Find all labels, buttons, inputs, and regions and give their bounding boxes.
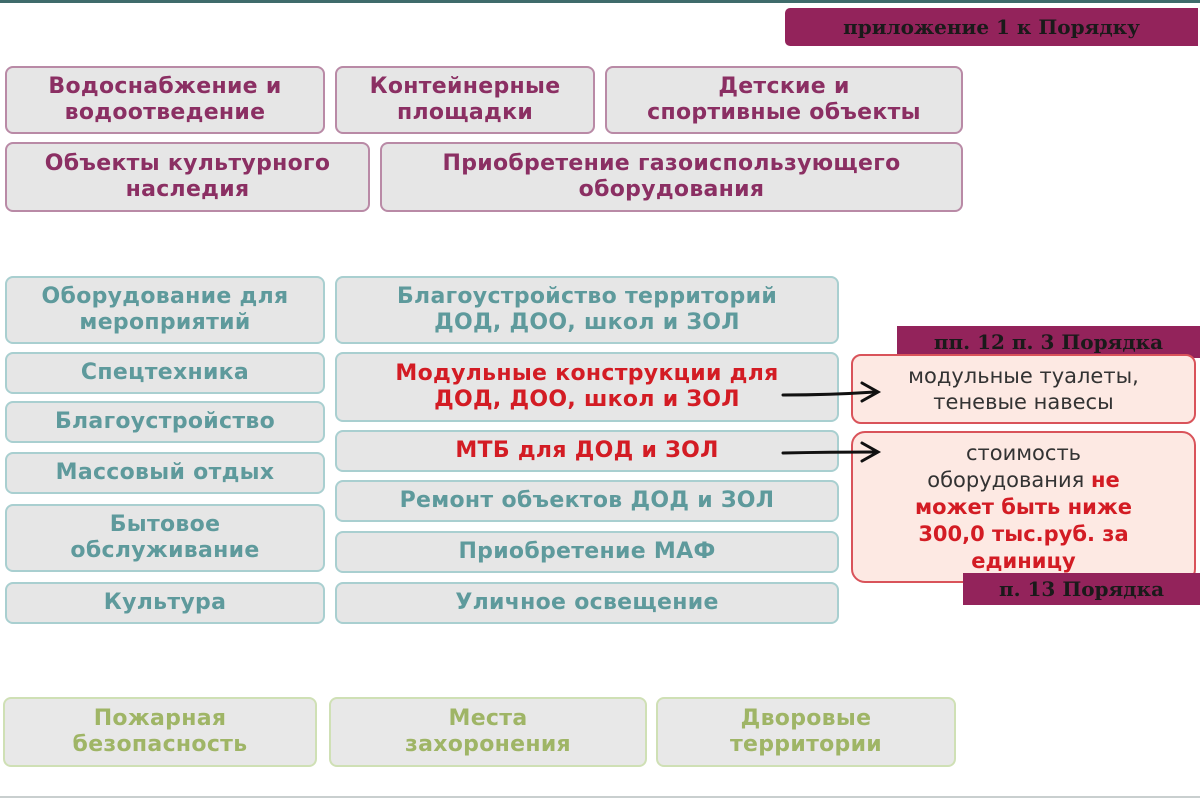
note-cost-bold: не может быть ниже 300,0 тыс.руб. за еди… (915, 467, 1132, 573)
teal-box-repair: Ремонт объектов ДОД и ЗОЛ (335, 480, 839, 522)
note-modular-toilets: модульные туалеты, теневые навесы (851, 354, 1196, 424)
top-border-line (0, 0, 1200, 3)
olive-box-burial-places: Места захоронения (329, 697, 647, 767)
bottom-border-line (0, 796, 1200, 798)
purple-box-gas-equipment: Приобретение газоиспользующего оборудова… (380, 142, 963, 212)
teal-box-mtb: МТБ для ДОД и ЗОЛ (335, 430, 839, 472)
purple-box-containers: Контейнерные площадки (335, 66, 595, 134)
note-cost-text: стоимость оборудования не может быть ниж… (915, 440, 1132, 575)
teal-box-consumer-services: Бытовое обслуживание (5, 504, 325, 572)
note-modular-text: модульные туалеты, теневые навесы (908, 364, 1139, 414)
teal-box-maf-purchase: Приобретение МАФ (335, 531, 839, 573)
p13-tag: п. 13 Порядка (963, 573, 1200, 605)
teal-box-culture: Культура (5, 582, 325, 624)
note-equipment-cost: стоимость оборудования не может быть ниж… (851, 431, 1196, 583)
purple-box-cultural-heritage: Объекты культурного наследия (5, 142, 370, 212)
note-cost-plain: стоимость оборудования (927, 440, 1085, 492)
olive-box-fire-safety: Пожарная безопасность (3, 697, 317, 767)
purple-box-water: Водоснабжение и водоотведение (5, 66, 325, 134)
purple-box-children-sports: Детские и спортивные объекты (605, 66, 963, 134)
arrow-to-cost-note (781, 441, 882, 463)
teal-box-mass-recreation: Массовый отдых (5, 452, 325, 494)
teal-box-street-lighting: Уличное освещение (335, 582, 839, 624)
teal-box-improvement: Благоустройство (5, 401, 325, 443)
arrow-to-modular-note (781, 381, 882, 403)
pp12-tag: пп. 12 п. 3 Порядка (897, 326, 1200, 358)
teal-box-territory-improvement: Благоустройство территорий ДОД, ДОО, шко… (335, 276, 839, 344)
teal-box-modular-constructions: Модульные конструкции для ДОД, ДОО, школ… (335, 352, 839, 422)
olive-box-yard-territories: Дворовые территории (656, 697, 956, 767)
teal-box-special-vehicles: Спецтехника (5, 352, 325, 394)
appendix-tag: приложение 1 к Порядку (785, 8, 1198, 46)
teal-box-event-equipment: Оборудование для мероприятий (5, 276, 325, 344)
